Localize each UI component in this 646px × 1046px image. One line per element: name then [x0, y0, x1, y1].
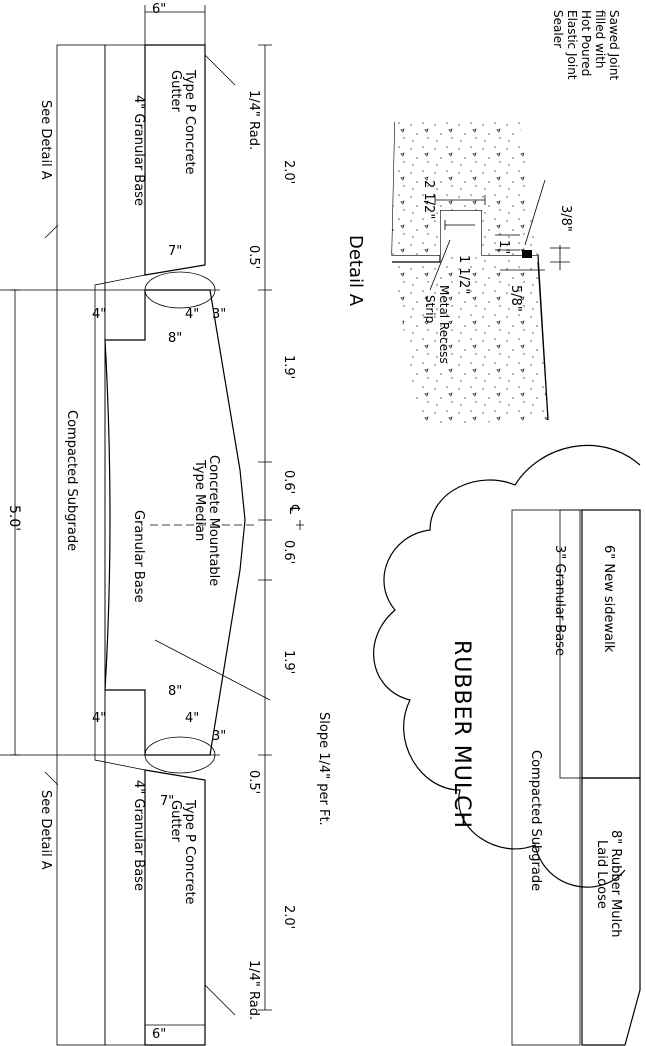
dim-2-bottom: 2.0': [281, 905, 296, 929]
laid-loose-label: Laid Loose: [594, 840, 609, 909]
dim-8-top: 8": [168, 331, 182, 346]
mulch-compacted-label: Compacted Subgrade: [528, 750, 543, 891]
base-bottom-label: 4" Granular Base: [131, 780, 146, 891]
dim-8-bottom: 8": [168, 684, 182, 699]
rubber-mulch-label: 8" Rubber Mulch: [608, 830, 623, 938]
gutter-top-label: Type P Concrete: [182, 69, 197, 175]
gutter-top: [144, 44, 206, 276]
joint-sealer: [522, 250, 532, 258]
gutter-bottom-label-2: Gutter: [168, 800, 183, 843]
dim-3-bottom: 3": [212, 729, 226, 744]
median-label-2: Type Median: [192, 459, 207, 541]
strip-label: Strip: [423, 295, 437, 323]
dim-0-5-top: 0.5': [246, 245, 261, 269]
dim-1: 1": [496, 240, 511, 254]
dim-0-6-top: 0.6': [281, 470, 296, 494]
dim-1-9-top: 1.9': [281, 355, 296, 379]
dim-5-8: 5/8": [508, 285, 523, 312]
sealer-label: Sealer: [551, 10, 565, 48]
dim-2-top: 2.0': [281, 160, 296, 184]
dim-4b-bottom: 4": [185, 711, 199, 726]
filled-with-label: filled with: [593, 10, 607, 69]
hot-poured-label: Hot Poured: [579, 10, 593, 76]
detail-a-title: Detail A: [345, 235, 366, 307]
dim-0-5-bottom: 0.5': [246, 770, 261, 794]
cloud-outline: [373, 444, 641, 888]
dim-2-half: 2 1/2": [421, 180, 436, 219]
gutter-bottom-label: Type P Concrete: [182, 799, 197, 905]
compacted-subgrade-label: Compacted Subgrade: [64, 410, 79, 551]
sidewalk-label: 6" New sidewalk: [601, 545, 616, 653]
centerline-symbol: ℄: [286, 504, 302, 514]
mulch-title: RUBBER MULCH: [449, 640, 474, 829]
median-section: 6" 6" 1/4" Rad. 1/4" Rad. Type P Concret…: [0, 2, 331, 1046]
dim-4-top: 4": [92, 307, 106, 322]
elastic-joint-label: Elastic Joint: [565, 10, 579, 80]
dim-6-bottom: 6": [152, 1027, 166, 1042]
gutter-bottom: [144, 769, 206, 1046]
dim-7-top: 7": [168, 244, 182, 259]
dim-0-6-bottom: 0.6': [281, 540, 296, 564]
sawed-joint-label: Sawed Joint: [607, 10, 621, 80]
dim-5-0: 5.0': [6, 505, 22, 531]
rad-top-label: 1/4" Rad.: [246, 90, 261, 150]
slope-label: Slope 1/4" per Ft.: [316, 712, 331, 826]
dim-1-half: 1 1/2": [456, 255, 471, 294]
dim-3-8: 3/8": [558, 205, 573, 232]
granular-base-label: Granular Base: [131, 510, 146, 603]
dim-3-top: 3": [212, 307, 226, 322]
see-detail-bottom: See Detail A: [38, 790, 53, 870]
median-label: Concrete Mountable: [206, 455, 221, 586]
rubber-mulch-cloud: RUBBER MULCH 6" New sidewalk 3" Granular…: [373, 444, 641, 1046]
see-detail-top: See Detail A: [38, 100, 53, 180]
mulch-subgrade: [511, 509, 581, 1046]
dim-4b-top: 4": [185, 307, 199, 322]
dim-1-9-bottom: 1.9': [281, 650, 296, 674]
dim-6-top: 6": [152, 2, 166, 17]
dim-7-bottom: 7": [160, 794, 174, 809]
gutter-top-label-2: Gutter: [168, 70, 183, 113]
rubber-mulch: [581, 777, 641, 1046]
detail-a: Detail A Sawed Joint filled with Hot Pou…: [345, 10, 621, 425]
mulch-granular-label: 3" Granular Base: [552, 545, 567, 656]
base-top-label: 4" Granular Base: [131, 95, 146, 206]
dim-4-bottom: 4": [92, 711, 106, 726]
rad-bottom-label: 1/4" Rad.: [246, 960, 261, 1020]
metal-recess-label: Metal Recess: [437, 285, 451, 364]
